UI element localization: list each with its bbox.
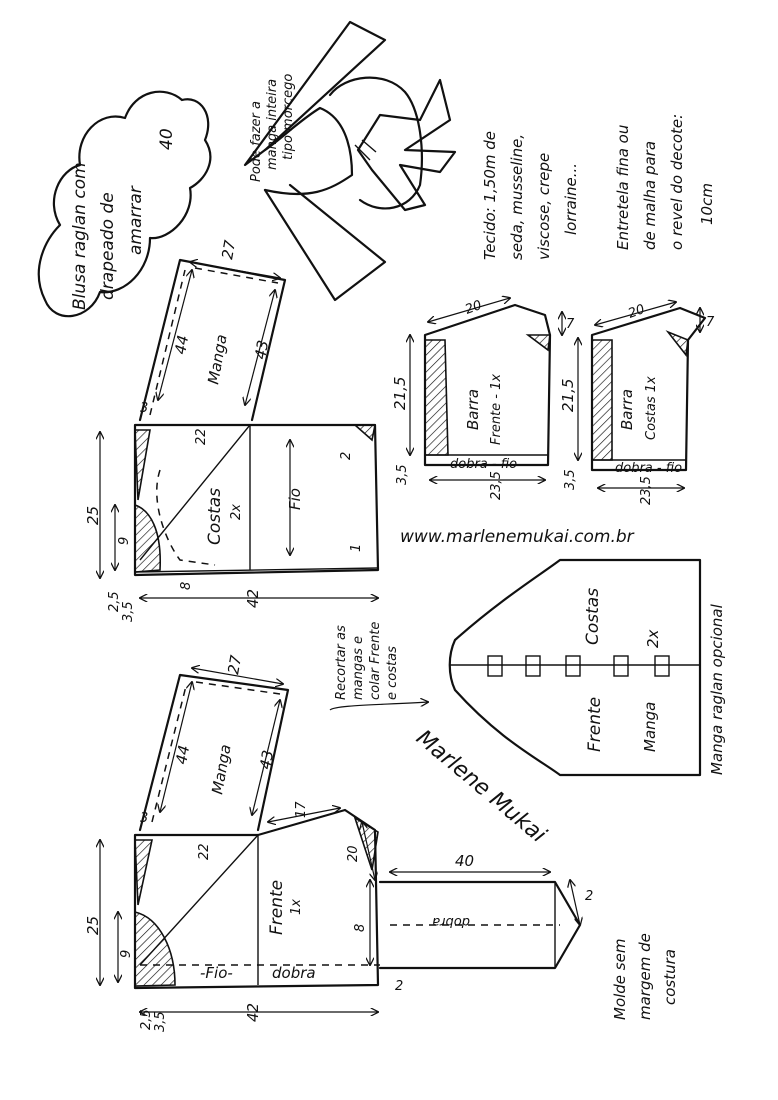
back-bottom-35: 3,5 xyxy=(121,601,136,622)
back-body-label: Costas xyxy=(205,488,225,545)
fabric-line-6: de malha para xyxy=(641,141,659,250)
fabric-line-1: Tecido: 1,50m de xyxy=(481,131,499,260)
front-sleeve-corner: 3 xyxy=(140,811,148,826)
front-piece: 27 44 43 Manga 3 25 9 22 17 20 8 Frente … xyxy=(84,653,403,1032)
back-sleeve-top: 27 xyxy=(218,238,239,260)
hem-back-sub: Costas 1x xyxy=(644,376,659,440)
website-url: www.marlenemukai.com.br xyxy=(400,527,635,547)
tie-fold: dobra xyxy=(432,914,470,929)
back-body-outline xyxy=(133,423,380,577)
hem-front-piece: 20 7 21,5 3,5 Barra Frente - 1x dobra - … xyxy=(391,298,575,500)
hem-back-piece: 20 7 21,5 3,5 Barra Costas 1x dobra - fi… xyxy=(559,302,715,505)
signature: Marlene Mukai xyxy=(411,725,550,848)
hem-front-right: 7 xyxy=(566,317,575,332)
back-piece: 27 44 43 Manga 3 25 9 8 22 Costas 2x Fio… xyxy=(84,238,380,622)
raglan-option-side: Manga raglan opcional xyxy=(708,603,726,775)
front-body-count: 1x xyxy=(289,899,304,915)
back-sleeve-label: Manga xyxy=(204,333,230,386)
hem-back-fold: dobra - fio xyxy=(615,461,682,476)
title-line-3: amarrar xyxy=(126,185,146,255)
back-width: 42 xyxy=(244,589,262,608)
front-dim-20: 20 xyxy=(346,845,361,862)
back-body-count: 2x xyxy=(229,504,244,520)
front-grain: -Fio- xyxy=(200,964,233,982)
hem-front-height: 21,5 xyxy=(391,377,409,410)
fabric-line-4: lorraine... xyxy=(562,163,580,235)
front-width: 42 xyxy=(244,1003,262,1022)
back-bottom-25: 2,5 xyxy=(107,591,122,612)
tie-length: 40 xyxy=(455,852,474,870)
no-seam-note: Molde sem margem de costura xyxy=(611,933,679,1020)
front-height: 25 xyxy=(84,916,102,935)
cut-note: Recortar as mangas e colar Frente e cost… xyxy=(329,622,428,711)
raglan-option-front: Frente xyxy=(585,697,605,752)
title-line-2: drapeado de xyxy=(98,192,118,300)
raglan-option-sleeve: Manga xyxy=(641,702,659,752)
front-sleeve-label: Manga xyxy=(208,743,234,796)
back-grain: Fio xyxy=(286,488,304,510)
hem-front-width: 23,5 xyxy=(489,471,504,500)
front-neck-9: 9 xyxy=(119,950,134,958)
signature-text: Marlene Mukai xyxy=(411,725,550,848)
cut-note-line-4: e costas xyxy=(385,646,400,700)
raglan-option-outline xyxy=(448,558,702,777)
sketch-note-line-2: manga inteira xyxy=(265,79,280,170)
hem-front-foot: 3,5 xyxy=(395,464,410,485)
hem-front-sub: Frente - 1x xyxy=(489,374,504,445)
no-seam-line-3: costura xyxy=(661,949,679,1005)
front-raglan-22: 22 xyxy=(197,843,212,860)
fabric-line-5: Entretela fina ou xyxy=(614,125,632,250)
hem-back-width: 23,5 xyxy=(639,476,654,505)
back-sleeve-left: 44 xyxy=(171,334,192,356)
front-fold: dobra xyxy=(272,964,316,982)
back-side-2: 2 xyxy=(339,452,354,460)
front-bottom-35: 3,5 xyxy=(153,1011,168,1032)
sketch-note-line-1: Pode fazer a xyxy=(249,101,264,182)
front-sleeve-left: 44 xyxy=(172,744,193,766)
back-sleeve-corner: 3 xyxy=(140,401,148,416)
title-size: 40 xyxy=(157,128,177,150)
no-seam-line-2: margem de xyxy=(636,933,654,1020)
front-bottom-2: 2 xyxy=(395,979,403,994)
fabric-note: Tecido: 1,50m de seda, musseline, viscos… xyxy=(481,114,716,260)
no-seam-line-1: Molde sem xyxy=(611,939,629,1020)
hem-front-fold: dobra - fio xyxy=(450,457,517,472)
cut-note-line-2: mangas e xyxy=(351,636,366,700)
garment-sketch: Pode fazer a manga inteira tipo morcego xyxy=(243,20,457,302)
fabric-line-3: viscose, crepe xyxy=(535,153,553,260)
title-cloud: Blusa raglan com drapeado de amarrar 40 xyxy=(37,90,212,318)
sketch-note-line-3: tipo morcego xyxy=(281,74,296,160)
hem-front-top: 20 xyxy=(463,298,484,318)
front-sleeve-top: 27 xyxy=(224,653,245,675)
front-dim-8: 8 xyxy=(353,924,368,932)
cut-note-line-1: Recortar as xyxy=(334,625,349,700)
front-dim-17: 17 xyxy=(294,801,309,818)
hem-back-right: 7 xyxy=(706,315,715,330)
front-bottom-25: 2,5 xyxy=(139,1009,154,1030)
tie-end: 2 xyxy=(585,889,593,904)
back-neck-9: 9 xyxy=(117,537,132,545)
back-side-1: 1 xyxy=(349,544,364,552)
fabric-line-7: o revel do decote: xyxy=(668,114,686,250)
hem-front-label: Barra xyxy=(464,389,482,430)
back-raglan-22: 22 xyxy=(194,428,209,445)
back-neck-8: 8 xyxy=(179,582,194,590)
fabric-line-8: 10cm xyxy=(698,183,716,225)
title-line-1: Blusa raglan com xyxy=(70,162,90,310)
tie-piece: 40 2 dobra xyxy=(378,852,593,970)
raglan-option-piece: Costas 2x Frente Manga Manga raglan opci… xyxy=(448,558,726,777)
hem-back-foot: 3,5 xyxy=(563,469,578,490)
back-sleeve-right: 43 xyxy=(251,339,272,361)
hem-back-height: 21,5 xyxy=(559,379,577,412)
front-sleeve-right: 43 xyxy=(256,749,277,771)
cut-note-line-3: colar Frente xyxy=(368,622,383,700)
hem-back-label: Barra xyxy=(618,389,636,430)
fabric-line-2: seda, musseline, xyxy=(508,134,526,260)
raglan-option-back: Costas xyxy=(583,588,603,645)
back-height: 25 xyxy=(84,506,102,525)
hem-back-top: 20 xyxy=(626,302,647,322)
raglan-option-count: 2x xyxy=(644,629,662,648)
front-body-label: Frente xyxy=(267,880,287,935)
